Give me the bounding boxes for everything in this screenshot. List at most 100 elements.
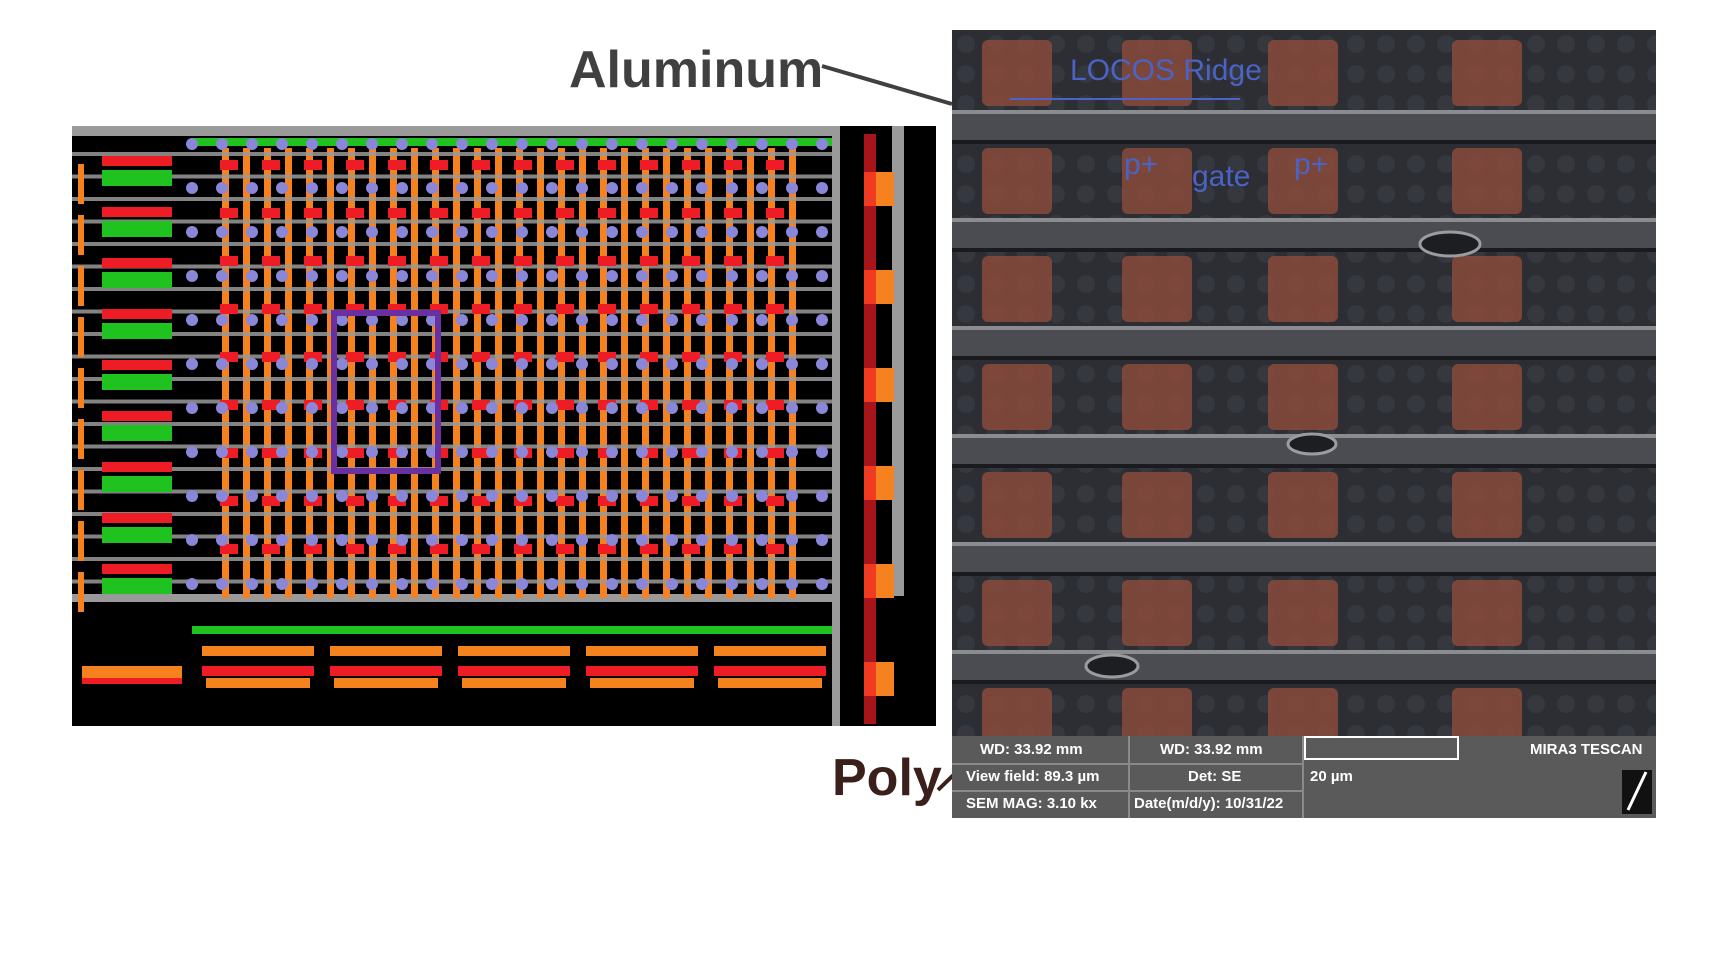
via bbox=[216, 138, 228, 150]
contact-segment bbox=[682, 304, 700, 314]
sem-texture bbox=[1407, 575, 1425, 593]
contact-segment bbox=[472, 448, 490, 458]
contact-segment bbox=[514, 304, 532, 314]
sem-texture bbox=[1107, 605, 1125, 623]
sem-texture bbox=[1377, 515, 1395, 533]
p-plus-right-label: p+ bbox=[1294, 148, 1329, 181]
contact-segment bbox=[682, 160, 700, 170]
via bbox=[816, 534, 828, 546]
via bbox=[456, 138, 468, 150]
via bbox=[246, 534, 258, 546]
sem-texture bbox=[1347, 395, 1365, 413]
sem-texture bbox=[1227, 575, 1245, 593]
sem-texture bbox=[1647, 35, 1656, 53]
sem-texture bbox=[1617, 575, 1635, 593]
sem-texture bbox=[1377, 65, 1395, 83]
via bbox=[276, 446, 288, 458]
sem-texture bbox=[1077, 365, 1095, 383]
sem-texture bbox=[1347, 695, 1365, 713]
sem-texture bbox=[1587, 365, 1605, 383]
sem-texture bbox=[1527, 35, 1545, 53]
via bbox=[186, 182, 198, 194]
via bbox=[756, 270, 768, 282]
via bbox=[216, 446, 228, 458]
ridge-shadow bbox=[952, 140, 1656, 144]
sem-texture bbox=[1617, 35, 1635, 53]
metal-line bbox=[72, 489, 832, 494]
contact-segment bbox=[430, 544, 448, 554]
sem-texture bbox=[1647, 95, 1656, 113]
via bbox=[186, 226, 198, 238]
scale-bar bbox=[1304, 736, 1459, 760]
via bbox=[246, 358, 258, 370]
via bbox=[756, 226, 768, 238]
contact-segment bbox=[388, 304, 406, 314]
sem-texture bbox=[1227, 485, 1245, 503]
contact-segment bbox=[472, 256, 490, 266]
via bbox=[456, 182, 468, 194]
sem-texture bbox=[1407, 725, 1425, 736]
via bbox=[606, 490, 618, 502]
contact-segment bbox=[430, 208, 448, 218]
via bbox=[276, 578, 288, 590]
via bbox=[336, 270, 348, 282]
contact-segment bbox=[304, 304, 322, 314]
via bbox=[336, 534, 348, 546]
sem-texture bbox=[1227, 305, 1245, 323]
via bbox=[276, 402, 288, 414]
via bbox=[306, 578, 318, 590]
sem-texture bbox=[1077, 395, 1095, 413]
via bbox=[546, 270, 558, 282]
via bbox=[606, 138, 618, 150]
sem-texture bbox=[1347, 365, 1365, 383]
sem-texture bbox=[1197, 275, 1215, 293]
diffusion-row bbox=[102, 564, 172, 574]
metal-line bbox=[72, 557, 832, 561]
poly-block bbox=[1268, 688, 1338, 736]
poly-column bbox=[222, 148, 229, 598]
metal-line bbox=[72, 197, 832, 201]
sem-texture bbox=[1077, 515, 1095, 533]
via bbox=[486, 358, 498, 370]
via bbox=[486, 226, 498, 238]
contact-segment bbox=[304, 160, 322, 170]
via bbox=[816, 578, 828, 590]
contact-segment bbox=[262, 256, 280, 266]
poly-block bbox=[1452, 256, 1522, 322]
locos-ridge-label: LOCOS Ridge bbox=[1070, 54, 1262, 87]
via bbox=[366, 138, 378, 150]
via bbox=[696, 402, 708, 414]
via bbox=[366, 226, 378, 238]
via bbox=[306, 314, 318, 326]
via bbox=[786, 534, 798, 546]
via bbox=[306, 402, 318, 414]
via bbox=[636, 358, 648, 370]
via bbox=[606, 182, 618, 194]
poly-block bbox=[1268, 364, 1338, 430]
sem-texture bbox=[1377, 575, 1395, 593]
via bbox=[726, 578, 738, 590]
via bbox=[396, 446, 408, 458]
via bbox=[186, 534, 198, 546]
via bbox=[216, 358, 228, 370]
sem-texture bbox=[1347, 65, 1365, 83]
poly-label: Poly bbox=[832, 749, 942, 807]
sem-texture bbox=[1107, 65, 1125, 83]
poly-stub bbox=[78, 572, 84, 612]
sem-texture bbox=[1587, 275, 1605, 293]
via bbox=[546, 402, 558, 414]
ridge-shadow bbox=[952, 680, 1656, 684]
contact-segment bbox=[598, 544, 616, 554]
sem-texture bbox=[1557, 275, 1575, 293]
sem-texture bbox=[1107, 155, 1125, 173]
sem-texture bbox=[1647, 515, 1656, 533]
poly-bar bbox=[82, 666, 182, 678]
sem-texture bbox=[1557, 95, 1575, 113]
contact-segment bbox=[682, 448, 700, 458]
contact-segment bbox=[682, 256, 700, 266]
wd-left-value: WD: 33.92 mm bbox=[980, 741, 1083, 758]
contact-segment bbox=[472, 496, 490, 506]
ridge-shadow bbox=[952, 248, 1656, 252]
sem-texture bbox=[1077, 35, 1095, 53]
ridge-shadow bbox=[952, 356, 1656, 360]
